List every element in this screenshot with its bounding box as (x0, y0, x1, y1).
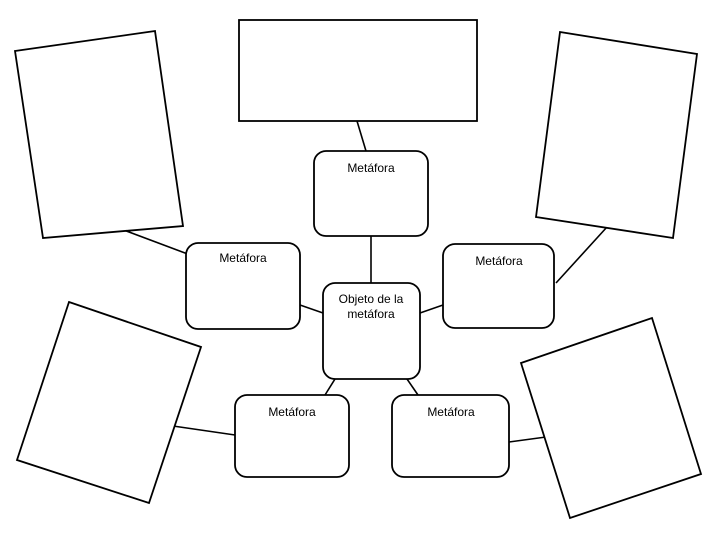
metaphor-label-bottom-left: Metáfora (268, 405, 316, 419)
connector-top-box (356, 120, 367, 152)
metaphor-label-top: Metáfora (347, 161, 395, 175)
center-label-line2: metáfora (347, 307, 395, 321)
metaphor-box-bottom-left[interactable] (234, 394, 350, 478)
writing-box-top-left[interactable] (13, 29, 185, 239)
connector-topright-box (555, 226, 608, 284)
connector-bottomright-box (508, 436, 547, 443)
writing-box-bottom-right[interactable] (519, 316, 703, 520)
writing-box-top-right[interactable] (534, 30, 699, 240)
metaphor-label-bottom-right: Metáfora (427, 405, 475, 419)
metaphor-label-right: Metáfora (475, 254, 523, 268)
connector-bottomleft-box (172, 425, 236, 436)
metaphor-box-top[interactable] (313, 150, 429, 237)
writing-box-bottom-left[interactable] (15, 300, 203, 505)
metaphor-box-bottom-right[interactable] (391, 394, 510, 478)
center-object-box[interactable] (322, 282, 421, 380)
metaphor-box-right[interactable] (442, 243, 555, 329)
connector-center-bottomright (406, 378, 419, 396)
metaphor-box-left[interactable] (185, 242, 301, 330)
connector-center-right (419, 304, 444, 314)
connector-center-bottomleft (324, 378, 336, 396)
center-label-line1: Objeto de la (339, 292, 404, 306)
writing-box-top[interactable] (238, 19, 478, 122)
connector-center-left (299, 304, 324, 314)
metaphor-label-left: Metáfora (219, 251, 267, 265)
